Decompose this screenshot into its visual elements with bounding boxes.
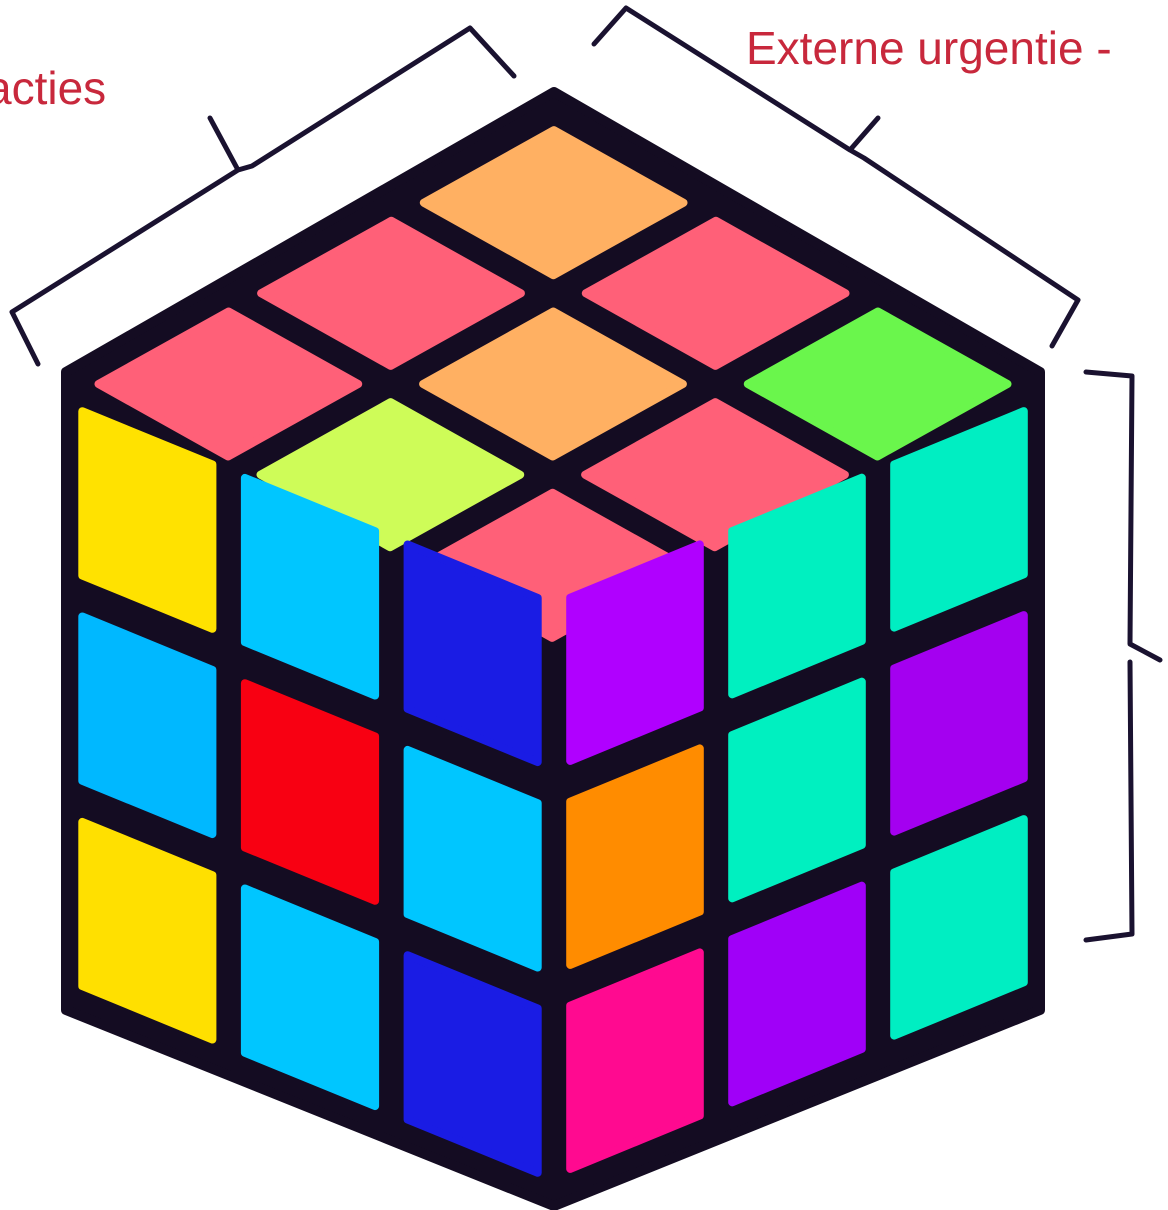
sticker-right-r2-c0	[566, 948, 704, 1173]
sticker-left-r0-c2	[403, 540, 542, 767]
brace-right-side	[1083, 369, 1163, 943]
sticker-right-r1-c1	[728, 677, 866, 903]
sticker-right-r1-c0	[566, 744, 704, 969]
sticker-left-r2-c2	[403, 951, 542, 1177]
sticker-left-r2-c0	[78, 817, 217, 1044]
sticker-left-r2-c1	[240, 884, 380, 1111]
sticker-left-r0-c0	[78, 407, 217, 633]
sticker-left-r1-c2	[403, 745, 542, 972]
sticker-top-r1-c2	[581, 398, 849, 552]
brace-top-left	[9, 25, 517, 367]
sticker-top-r0-c1	[581, 216, 850, 370]
sticker-top-r1-c1	[419, 307, 687, 461]
sticker-right-r2-c1	[728, 881, 866, 1107]
sticker-top-r0-c0	[419, 126, 688, 280]
sticker-right-r1-c2	[890, 611, 1028, 836]
sticker-top-r1-c0	[257, 216, 525, 370]
sticker-top-r2-c0	[94, 307, 363, 461]
sticker-top-r0-c2	[743, 307, 1012, 461]
label-acties: acties	[0, 62, 106, 114]
sticker-left-r0-c1	[240, 473, 380, 700]
cube-stickers	[78, 126, 1028, 1177]
sticker-right-r2-c2	[890, 815, 1028, 1040]
sticker-left-r1-c1	[240, 679, 380, 905]
label-externe-urgentie: Externe urgentie -	[746, 22, 1112, 74]
sticker-right-r0-c2	[890, 407, 1028, 632]
brace-top-right	[591, 5, 1081, 349]
sticker-right-r0-c1	[728, 473, 866, 699]
sticker-right-r0-c0	[566, 540, 704, 765]
sticker-left-r1-c0	[78, 612, 217, 839]
